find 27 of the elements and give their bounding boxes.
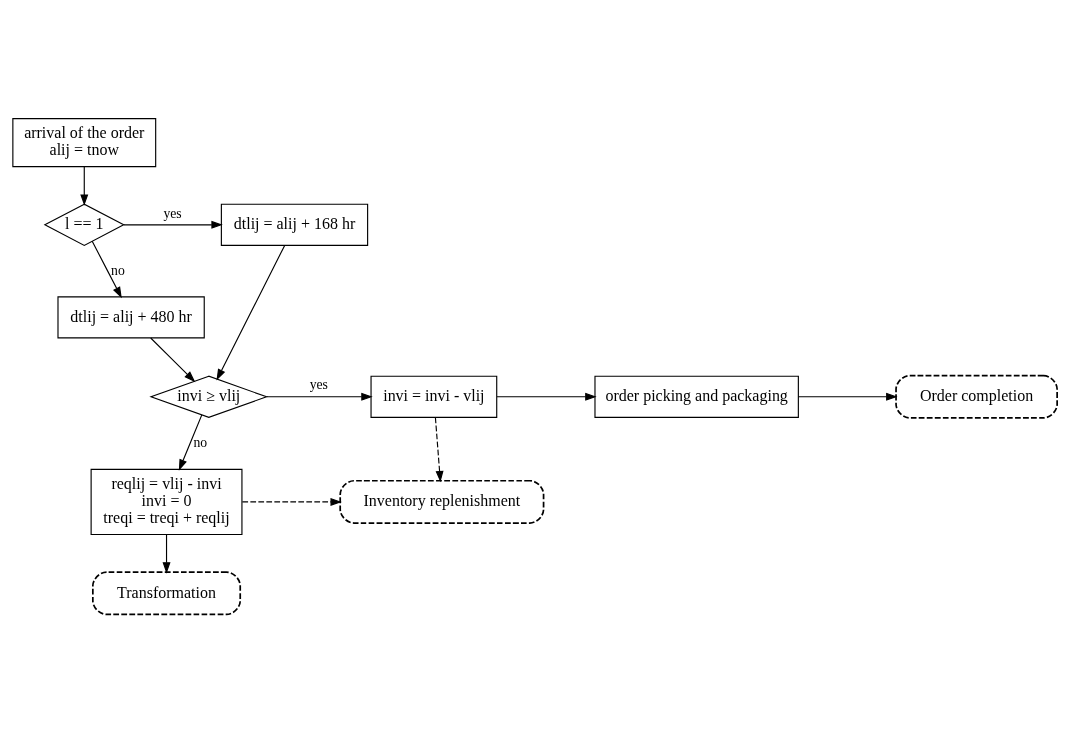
node-diamond: invi ≥ vlij — [149, 375, 269, 418]
arrow — [434, 417, 444, 483]
arrow — [80, 166, 89, 206]
node-box: dtlij = alij + 480 hr — [57, 296, 205, 339]
edge-label: yes — [309, 377, 328, 393]
arrow — [266, 392, 373, 401]
edge-label: no — [193, 435, 208, 451]
node-box: order picking and packaging — [594, 375, 799, 418]
node-box: invi = invi - vlij — [370, 375, 498, 418]
node-box: arrival of the order alij = tnow — [12, 118, 157, 168]
arrow — [216, 244, 286, 381]
arrow — [241, 497, 342, 506]
arrow — [150, 337, 196, 383]
arrow — [91, 240, 122, 299]
arrow — [797, 392, 898, 401]
edge-label: yes — [163, 205, 182, 221]
node-box: dtlij = alij + 168 hr — [220, 203, 369, 246]
node-box: Transformation — [92, 571, 242, 616]
arrow — [496, 392, 597, 401]
node-box: reqlij = vlij - invi invi = 0 treqi = treqi + reqlij — [90, 468, 243, 536]
node-box: Order completion — [895, 374, 1058, 419]
edge-label: no — [111, 262, 125, 278]
arrow — [178, 414, 203, 471]
node-diamond: l == 1 — [43, 203, 125, 247]
node-box: Inventory replenishment — [339, 479, 545, 524]
arrow — [162, 534, 171, 574]
arrow — [123, 220, 223, 229]
